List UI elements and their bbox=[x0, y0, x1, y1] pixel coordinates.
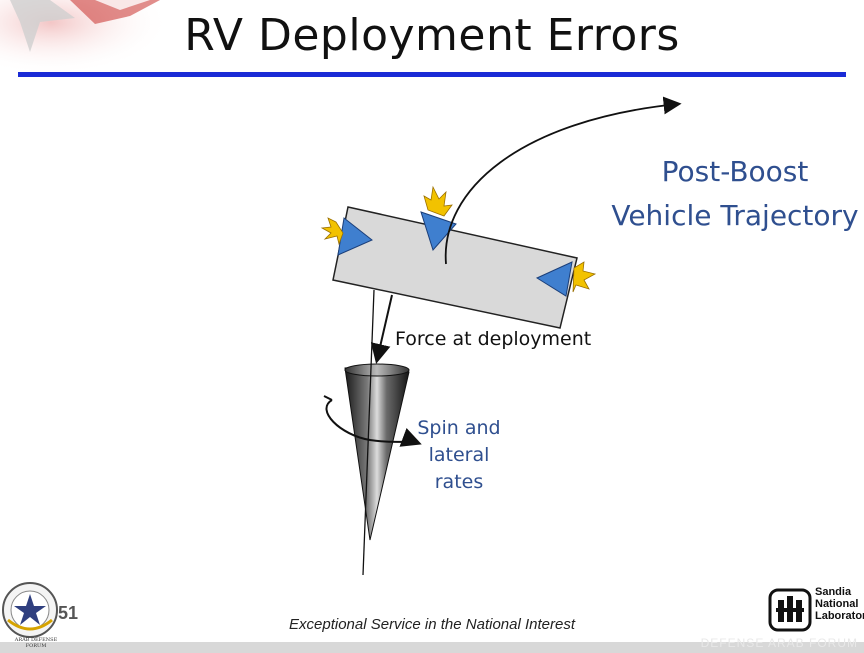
spin-label: Spin and lateral rates bbox=[400, 415, 518, 496]
title-rule bbox=[18, 72, 846, 77]
spin-label-line1: Spin and bbox=[417, 417, 501, 439]
sandia-line1: Sandia bbox=[815, 586, 852, 598]
post-boost-vehicle-bus bbox=[332, 206, 578, 329]
sandia-line3: Laboratories bbox=[815, 610, 864, 622]
footer-bar bbox=[0, 642, 864, 653]
spin-label-line2: lateral bbox=[428, 444, 490, 466]
force-arrow bbox=[370, 294, 393, 364]
slide-title: RV Deployment Errors bbox=[184, 10, 680, 61]
star-logo-icon bbox=[0, 0, 170, 75]
watermark: DEFENSE ARAB FORUM bbox=[700, 636, 858, 650]
trajectory-label: Post-Boost Vehicle Trajectory bbox=[600, 150, 864, 238]
trajectory-label-line2: Vehicle Trajectory bbox=[611, 199, 859, 232]
footer-tagline: Exceptional Service in the National Inte… bbox=[289, 616, 575, 633]
flare-icon bbox=[572, 261, 597, 293]
seal-icon bbox=[2, 582, 58, 638]
reentry-vehicle bbox=[344, 363, 410, 541]
seal-number: 51 bbox=[58, 603, 79, 623]
thruster-icon bbox=[535, 261, 573, 297]
rv-axis bbox=[362, 289, 375, 576]
force-label: Force at deployment bbox=[395, 328, 592, 350]
sandia-line2: National bbox=[815, 598, 859, 610]
trajectory-label-line1: Post-Boost bbox=[661, 155, 809, 188]
sandia-logo-text: Sandia National Laboratories bbox=[815, 586, 864, 622]
spin-arrow bbox=[325, 399, 422, 447]
flare-icon bbox=[423, 185, 453, 217]
thruster-icon bbox=[420, 211, 457, 251]
sandia-logo-icon bbox=[768, 588, 812, 632]
trajectory-arrow bbox=[444, 96, 682, 265]
spin-label-line3: rates bbox=[434, 471, 484, 493]
seal-text: ARAB DEFENSE FORUM bbox=[14, 637, 58, 649]
flare-icon bbox=[320, 217, 344, 246]
